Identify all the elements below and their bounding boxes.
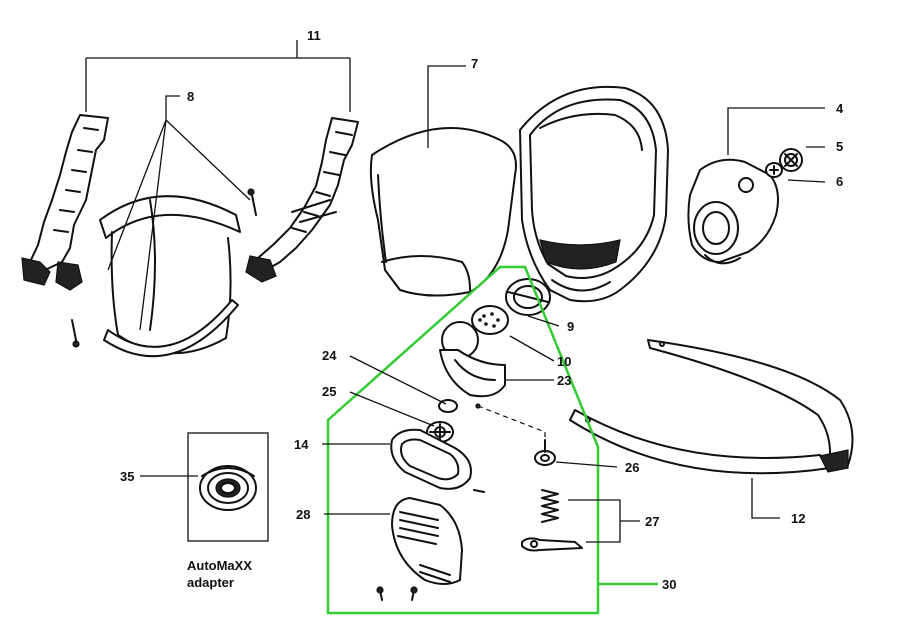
inhalation-valve-seat xyxy=(779,148,803,172)
leader-lines xyxy=(85,40,826,543)
full-facepiece xyxy=(519,85,669,303)
inset-frame xyxy=(187,432,269,542)
valve-stem-27 xyxy=(521,537,583,552)
callout-4: 4 xyxy=(836,101,844,116)
callout-14: 14 xyxy=(294,437,309,452)
inset-caption-line1: AutoMaXX xyxy=(187,558,252,573)
assembly-point xyxy=(475,403,481,409)
callout-labels: 11 8 7 4 5 6 9 10 23 24 25 14 28 26 27 1… xyxy=(120,28,844,592)
callout-10: 10 xyxy=(557,354,571,369)
kit-outline xyxy=(326,265,600,615)
inset-caption-line2: adapter xyxy=(187,575,234,590)
head-harness-cradle xyxy=(99,195,241,358)
callout-7: 7 xyxy=(471,56,478,71)
callout-28: 28 xyxy=(296,507,310,522)
inhalation-valve-disc xyxy=(765,162,783,178)
automaxx-adapter xyxy=(199,465,257,511)
callout-25: 25 xyxy=(322,384,336,399)
spring-27 xyxy=(541,489,559,523)
assembly-dashed-line xyxy=(477,405,546,442)
callout-35: 35 xyxy=(120,469,134,484)
callout-6: 6 xyxy=(836,174,843,189)
callout-9: 9 xyxy=(567,319,574,334)
cover-screws xyxy=(376,586,418,601)
callout-26: 26 xyxy=(625,460,639,475)
callout-5: 5 xyxy=(836,139,843,154)
head-harness-right-strap xyxy=(245,117,359,283)
speaking-diaphragm-cover xyxy=(505,278,551,316)
callout-11: 11 xyxy=(307,28,321,43)
callout-24: 24 xyxy=(322,348,337,363)
gasket-14 xyxy=(390,428,485,493)
callout-8: 8 xyxy=(187,89,194,104)
callout-12: 12 xyxy=(791,511,805,526)
exhalation-cover-28 xyxy=(391,497,463,585)
callout-30: 30 xyxy=(662,577,676,592)
lens-shield xyxy=(369,127,517,297)
valve-disc-26 xyxy=(534,439,556,466)
filter-disc xyxy=(471,305,509,335)
harness-screws xyxy=(71,188,257,348)
head-harness-left-strap xyxy=(21,114,109,291)
callout-27: 27 xyxy=(645,514,659,529)
nosecup-assembly xyxy=(687,158,779,265)
valve-housing xyxy=(439,321,506,398)
callout-23: 23 xyxy=(557,373,571,388)
head-strap-band xyxy=(569,339,854,475)
